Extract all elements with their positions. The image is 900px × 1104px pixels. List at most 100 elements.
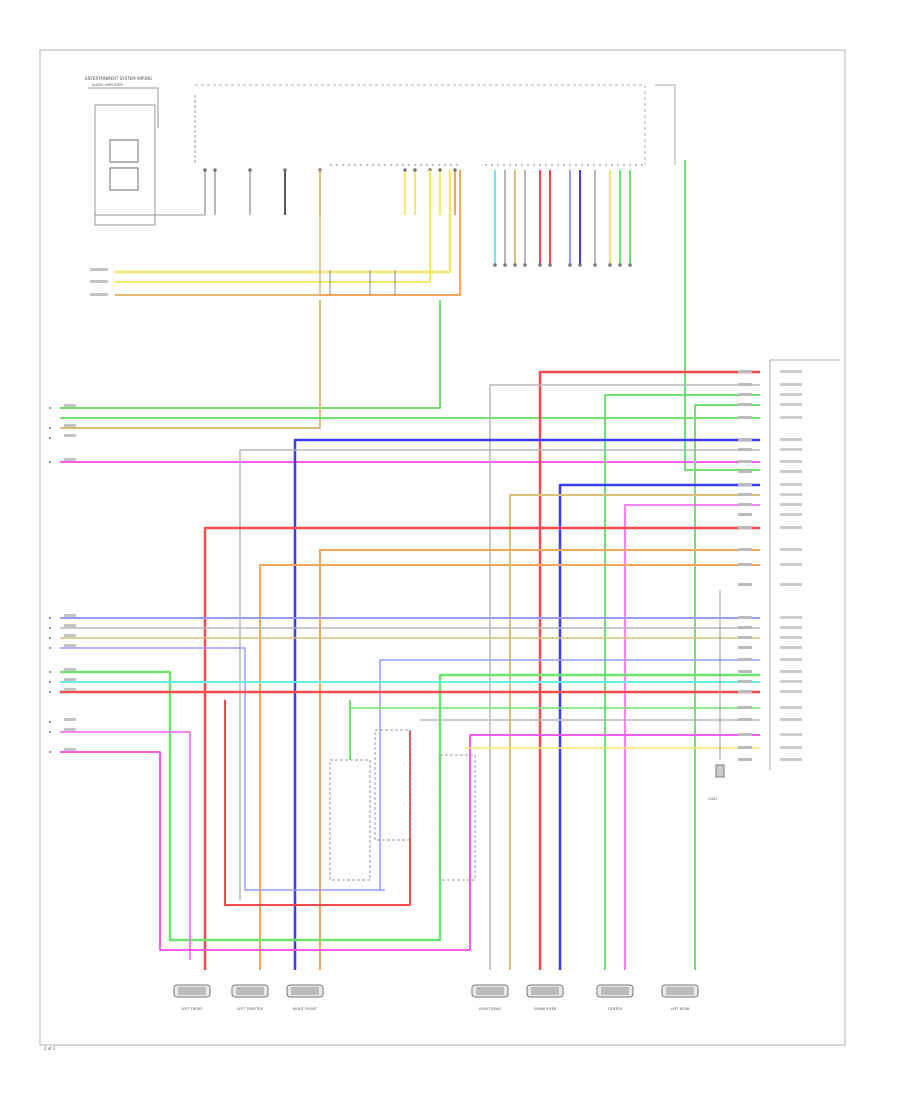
right-pin-tag-23 [738,680,752,683]
right-pin-tag-19 [738,636,752,639]
right-pin-tag-17 [738,616,752,619]
wire-pink-m3 [60,734,760,951]
wire-orange-r1 [319,549,760,970]
left-pin-dot-12 [48,730,52,734]
pin-dot-21 [628,263,632,267]
right-pin-label-23 [780,680,802,683]
top-left-unit: ENTERTAINMENT SYSTEM WIRING AUDIO AMPLIF… [85,76,206,226]
left-pin-dot-10 [48,690,52,694]
left-pin-tag-8 [64,668,76,671]
left-pin-tag-6 [64,634,76,637]
speaker-plug-inner-6 [666,987,694,995]
switch-box-3 [439,754,476,881]
pin-dot-19 [608,263,612,267]
left-unit-tag-2 [90,293,108,296]
right-pin-label-5 [780,438,802,441]
right-pin-label-26 [780,718,802,721]
speaker-plug-inner-3 [476,987,504,995]
right-pin-tag-15 [738,563,752,566]
right-pin-tag-3 [738,403,752,406]
wire-splices [329,270,396,295]
left-pin-tag-1 [64,424,76,427]
left-pin-tag-13 [64,748,76,751]
left-pin-tag-2 [64,434,76,437]
speaker-label-6: LEFT REAR [671,1007,690,1011]
right-pin-label-17 [780,616,802,619]
wire-green-m1 [60,670,760,942]
pin-dot-17 [578,263,582,267]
right-pin-label-28 [780,746,802,749]
left-pin-tag-3 [64,458,76,461]
pin-dot-5 [403,168,407,172]
right-pin-tag-24 [738,690,752,693]
right-pin-label-4 [780,416,802,419]
ground-label: G401 [708,797,717,801]
right-pin-tag-18 [738,626,752,629]
pin-dot-11 [503,263,507,267]
speaker-0: LEFT FRONT [173,984,211,1011]
wire-green-r2 [694,404,760,970]
connector-headers [195,84,676,166]
wire-yellow-top-2 [115,170,431,283]
pin-dot-13 [523,263,527,267]
speaker-4: SUBWOOFER [526,984,564,1011]
unit-symbol [109,139,139,191]
right-pin-label-12 [780,513,802,516]
wire-orange-r2 [259,564,760,970]
speaker-plug-inner-0 [178,987,206,995]
switch-box-1 [329,759,371,881]
right-pin-label-8 [780,470,802,473]
speaker-plug-inner-4 [531,987,559,995]
left-pin-dot-2 [48,436,52,440]
speaker-3: RIGHT REAR [471,984,509,1011]
right-pin-label-2 [780,393,802,396]
left-pin-dot-6 [48,636,52,640]
right-pin-tag-27 [738,733,752,736]
amp-subtitle-label: AUDIO AMPLIFIER [92,83,123,87]
pin-dot-8 [438,168,442,172]
left-pin-tag-9 [64,678,76,681]
wire-green-right [684,160,760,471]
left-pin-dot-8 [48,670,52,674]
speaker-label-5: CENTER [608,1007,623,1011]
right-pin-label-13 [780,526,802,529]
left-pin-dot-0 [48,406,52,410]
right-pin-label-27 [780,733,802,736]
switch-assemblies [329,729,476,881]
right-pin-tag-12 [738,513,752,516]
right-pin-tag-11 [738,503,752,506]
pin-dot-10 [493,263,497,267]
right-pin-tag-21 [738,658,752,661]
speaker-label-0: LEFT FRONT [181,1007,203,1011]
switch-box-2 [374,729,411,841]
right-connector-edge [769,359,840,770]
speaker-1: LEFT TWEETER [231,984,269,1011]
speaker-plug-inner-2 [291,987,319,995]
left-pin-tag-0 [64,404,76,407]
right-pin-label-22 [780,670,802,673]
wire-gray-r2 [239,449,760,900]
wire-yellow-top [115,170,452,274]
right-pin-label-25 [780,706,802,709]
left-pin-dot-9 [48,680,52,684]
left-pin-dot-1 [48,426,52,430]
right-pin-tag-5 [738,438,752,441]
pin-dot-14 [538,263,542,267]
right-pin-tag-2 [738,393,752,396]
pin-dot-18 [593,263,597,267]
ground-symbol: G401 [708,590,725,801]
right-pin-label-9 [780,483,802,486]
left-pin-tag-7 [64,644,76,647]
right-pin-label-29 [780,758,802,761]
speaker-plug-inner-1 [236,987,264,995]
left-pin-dot-3 [48,460,52,464]
right-pin-tag-7 [738,460,752,463]
speaker-label-1: LEFT TWEETER [237,1007,264,1011]
unit-box [94,104,156,226]
pin-dot-2 [248,168,252,172]
speaker-plug-inner-5 [601,987,629,995]
left-pin-tag-12 [64,728,76,731]
